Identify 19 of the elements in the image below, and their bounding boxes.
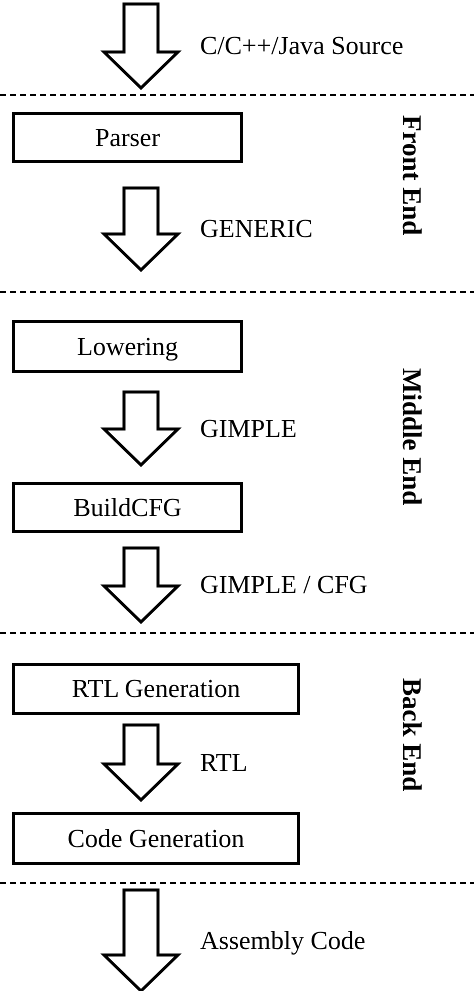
box-label: BuildCFG (73, 492, 182, 522)
block-arrow (100, 888, 182, 991)
block-arrow (100, 2, 182, 90)
block-arrow (100, 390, 182, 468)
block-arrow (100, 546, 182, 624)
box-label: Lowering (76, 332, 178, 362)
block-arrow (100, 186, 182, 272)
process-box (12, 482, 243, 533)
box-label: Code Generation (68, 824, 244, 854)
block-arrow (100, 724, 182, 802)
section-label: Back End (398, 678, 425, 792)
section-label: Front End (398, 115, 425, 236)
process-box (12, 112, 243, 163)
process-box (12, 812, 300, 865)
box-label: Parser (95, 122, 160, 152)
section-label: Middle End (398, 368, 425, 506)
process-box (12, 663, 300, 715)
process-box (12, 320, 243, 373)
box-label: RTL Generation (72, 674, 240, 704)
